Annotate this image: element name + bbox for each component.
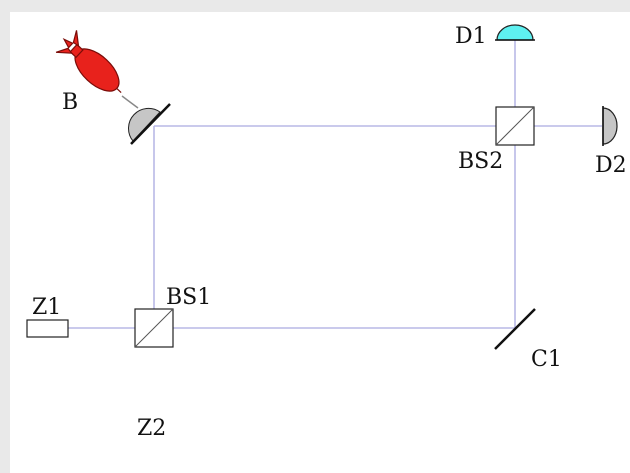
mirror-c1-icon — [494, 308, 536, 350]
label-bomb: B — [62, 90, 78, 115]
source-z1-icon — [26, 319, 69, 338]
beam-splitter-bs1-icon — [134, 308, 174, 348]
bomb-icon — [55, 30, 122, 93]
bomb-string — [121, 95, 139, 109]
label-z2: Z2 — [137, 416, 166, 441]
detector-d1-icon — [495, 24, 535, 41]
detector-d2-icon — [602, 106, 618, 146]
label-bs2: BS2 — [458, 149, 503, 174]
beam-paths — [68, 40, 602, 329]
label-d1: D1 — [455, 24, 487, 49]
beam-splitter-bs2-icon — [495, 106, 535, 146]
label-d2: D2 — [595, 153, 627, 178]
label-z1: Z1 — [32, 295, 61, 320]
bomb-mirror-icon — [128, 103, 171, 145]
label-bs1: BS1 — [166, 285, 211, 310]
label-c1: C1 — [531, 347, 562, 372]
